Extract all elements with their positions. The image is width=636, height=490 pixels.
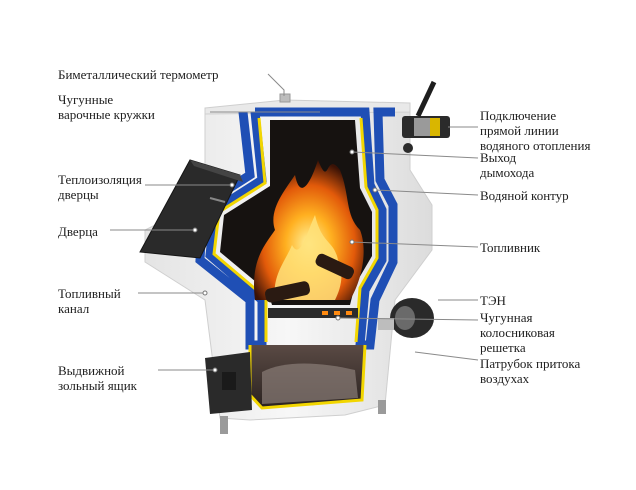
label-chimney-outlet: Выход дымохода bbox=[480, 150, 535, 180]
label-grate: Чугунная колосниковая решетка bbox=[480, 310, 555, 355]
label-ash-drawer: Выдвижной зольный ящик bbox=[58, 363, 137, 393]
label-cooking-rings: Чугунные варочные кружки bbox=[58, 92, 155, 122]
label-air-inlet: Патрубок притока воздухах bbox=[480, 356, 581, 386]
label-door-insulation: Теплоизоляция дверцы bbox=[58, 172, 142, 202]
label-door: Дверца bbox=[58, 224, 98, 239]
valve-icon bbox=[403, 143, 413, 153]
thermometer-icon bbox=[279, 93, 291, 103]
label-water-circuit: Водяной контур bbox=[480, 188, 569, 203]
air-inlet-pipe bbox=[378, 318, 394, 330]
label-heating-element: ТЭН bbox=[480, 293, 506, 308]
label-thermometer: Биметаллический термометр bbox=[58, 67, 219, 82]
grate bbox=[268, 308, 358, 318]
label-water-heating-connection: Подключение прямой линии водяного отопле… bbox=[480, 108, 591, 153]
label-firebox: Топливник bbox=[480, 240, 541, 255]
label-fuel-channel: Топливный канал bbox=[58, 286, 121, 316]
